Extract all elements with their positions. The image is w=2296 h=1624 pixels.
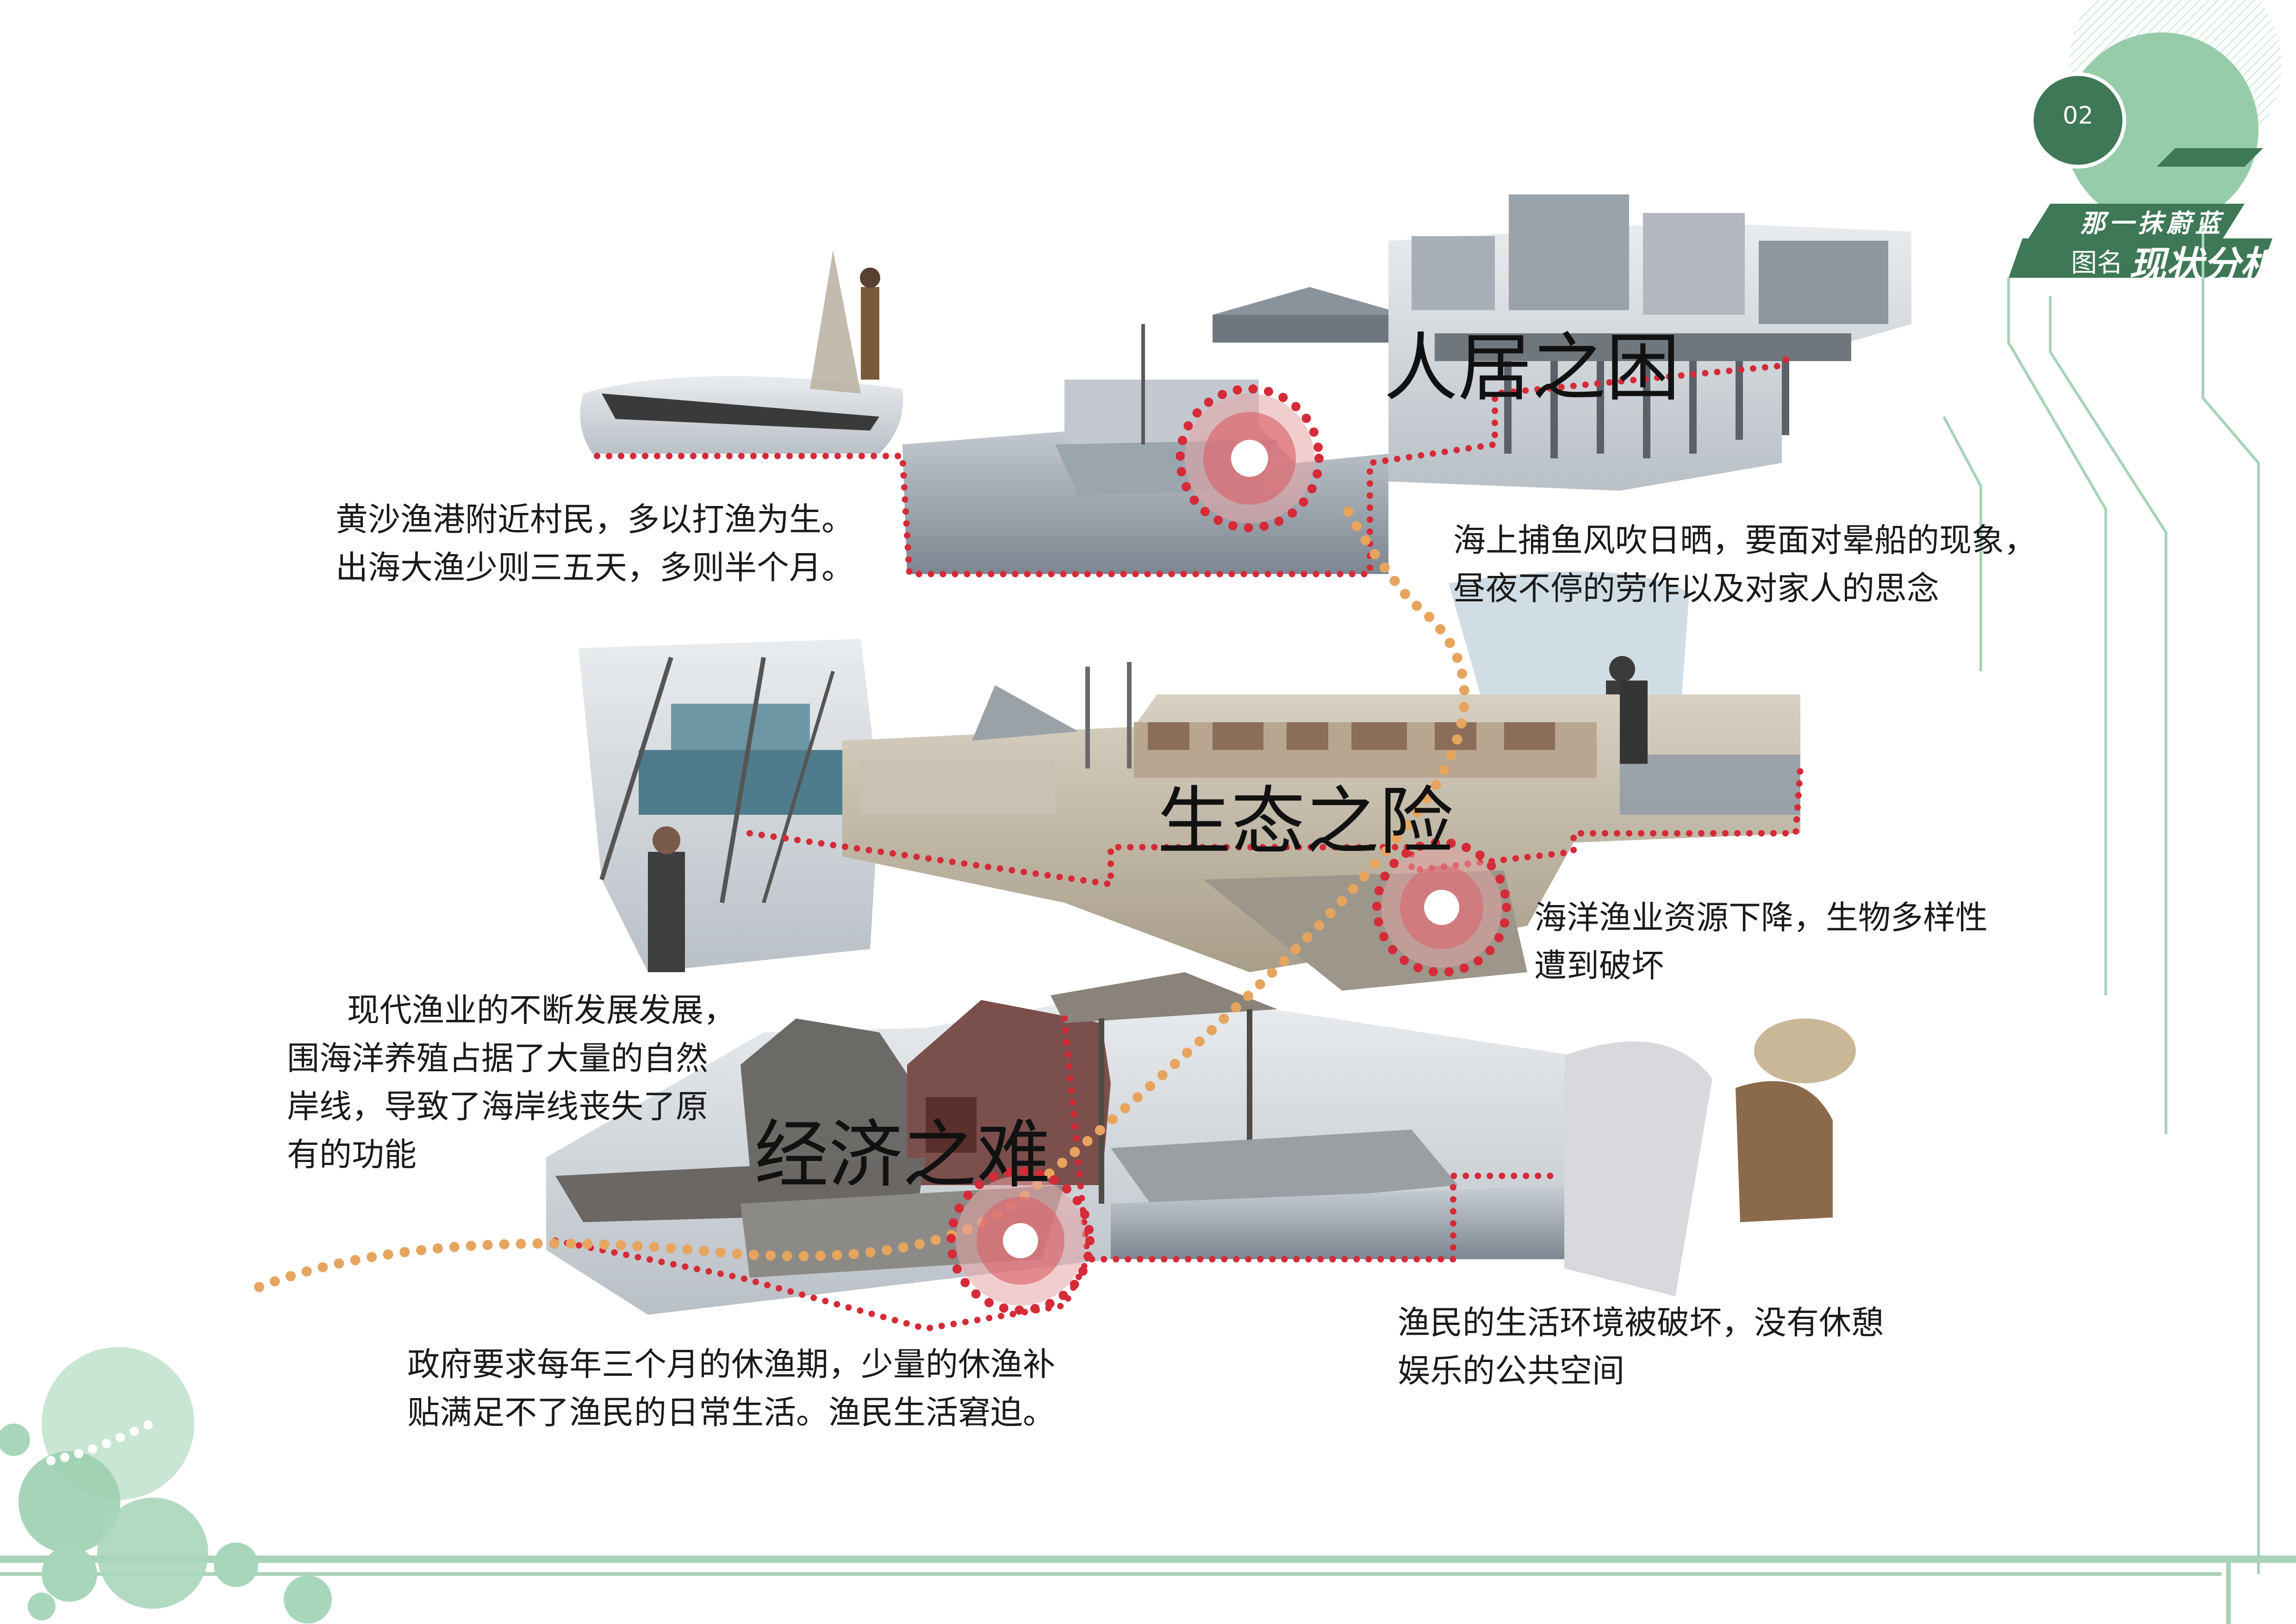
- ecology-text-left: 现代渔业的不断发展发展， 围海洋养殖占据了大量的自然 岸线，导致了海岸线丧失了原…: [287, 986, 736, 1179]
- header-subtitle: 那一抹蔚蓝: [2080, 209, 2224, 238]
- living-text-left: 黄沙渔港附近村民，多以打渔为生。 出海大渔少则三五天，多则半个月。: [336, 495, 854, 592]
- section-title-living: 人居之困: [1384, 325, 1680, 411]
- economy-text-right-line: 娱乐的公共空间: [1398, 1352, 1624, 1390]
- ecology-text-right-line: 海洋渔业资源下降，生物多样性: [1534, 899, 1988, 937]
- target-marker-economy: [946, 1167, 1095, 1315]
- boundary-lines: [552, 349, 1804, 1332]
- section-title-economy: 经济之难: [754, 1112, 1051, 1198]
- page-number: 02: [2062, 102, 2094, 130]
- footer-decoration: [0, 1347, 2296, 1624]
- economy-text-left-line: 政府要求每年三个月的休渔期，少量的休渔补: [407, 1345, 1055, 1383]
- ecology-text-right-line: 遭到破坏: [1534, 947, 1664, 985]
- ecology-text-left-line: 现代渔业的不断发展发展，: [347, 991, 736, 1029]
- ecology-text-left-line: 岸线，导致了海岸线丧失了原: [287, 1087, 708, 1125]
- economy-text-right-line: 渔民的生活环境被破坏，没有休憩: [1398, 1304, 1884, 1342]
- header-title: 现状分析: [2129, 244, 2277, 287]
- ecology-text-right: 海洋渔业资源下降，生物多样性 遭到破坏: [1534, 893, 1988, 990]
- target-marker-ecology: [1372, 838, 1511, 977]
- collage-economy: [546, 972, 1856, 1315]
- collage-living: [580, 194, 1911, 787]
- target-marker-living: [1176, 384, 1324, 532]
- header-decoration: [1942, 0, 2282, 1574]
- economy-text-right: 渔民的生活环境被破坏，没有休憩 娱乐的公共空间: [1398, 1299, 1884, 1395]
- ecology-text-left-line: 围海洋养殖占据了大量的自然: [287, 1039, 708, 1077]
- living-text-right-line: 海上捕鱼风吹日晒，要面对晕船的现象，: [1453, 521, 2036, 559]
- living-text-right-line: 昼夜不停的劳作以及对家人的思念: [1453, 569, 1939, 607]
- living-text-right: 海上捕鱼风吹日晒，要面对晕船的现象， 昼夜不停的劳作以及对家人的思念: [1453, 516, 2036, 612]
- section-title-ecology: 生态之险: [1157, 778, 1454, 865]
- orange-path: [254, 495, 1470, 1292]
- ecology-text-left-line: 有的功能: [287, 1136, 417, 1174]
- economy-text-left: 政府要求每年三个月的休渔期，少量的休渔补 贴满足不了渔民的日常生活。渔民生活窘迫…: [407, 1340, 1055, 1437]
- header-label: 图名: [2071, 248, 2123, 278]
- living-text-left-line: 出海大渔少则三五天，多则半个月。: [336, 549, 854, 587]
- economy-text-left-line: 贴满足不了渔民的日常生活。渔民生活窘迫。: [407, 1393, 1055, 1431]
- living-text-left-line: 黄沙渔港附近村民，多以打渔为生。: [336, 500, 854, 538]
- collage-ecology: [579, 639, 1800, 991]
